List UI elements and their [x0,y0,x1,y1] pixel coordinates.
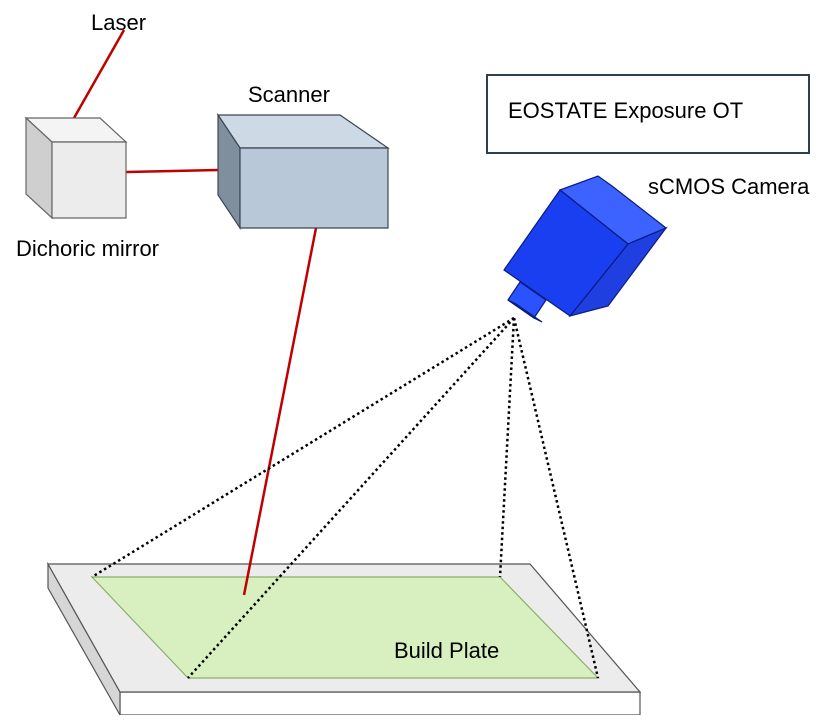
fov-line-far-right [498,317,516,578]
laser-scanner-to-plate-beam [242,227,318,596]
laser-input-beam [72,29,126,119]
fov-line-far-left [91,316,515,579]
system-title-box: EOSTATE Exposure OT [486,74,810,154]
laser-mirror-to-scanner-beam [125,168,219,174]
camera-field-of-view [91,316,600,679]
build-plate [46,561,642,718]
system-title: EOSTATE Exposure OT [508,98,744,123]
fov-line-near-right [512,317,600,679]
scanner-box [216,113,390,230]
camera-label: sCMOS Camera [648,174,810,199]
laser-label: Laser [91,10,147,35]
dichroic-mirror-label: Dichoric mirror [16,236,159,261]
dichroic-mirror-cube [24,116,128,220]
laser-beams [72,29,318,596]
build-plate-label: Build Plate [394,638,500,663]
build-plate-front-edge [119,691,641,716]
scanner-label: Scanner [248,82,330,107]
fov-line-near-left [187,317,515,679]
scmos-camera [503,175,668,323]
